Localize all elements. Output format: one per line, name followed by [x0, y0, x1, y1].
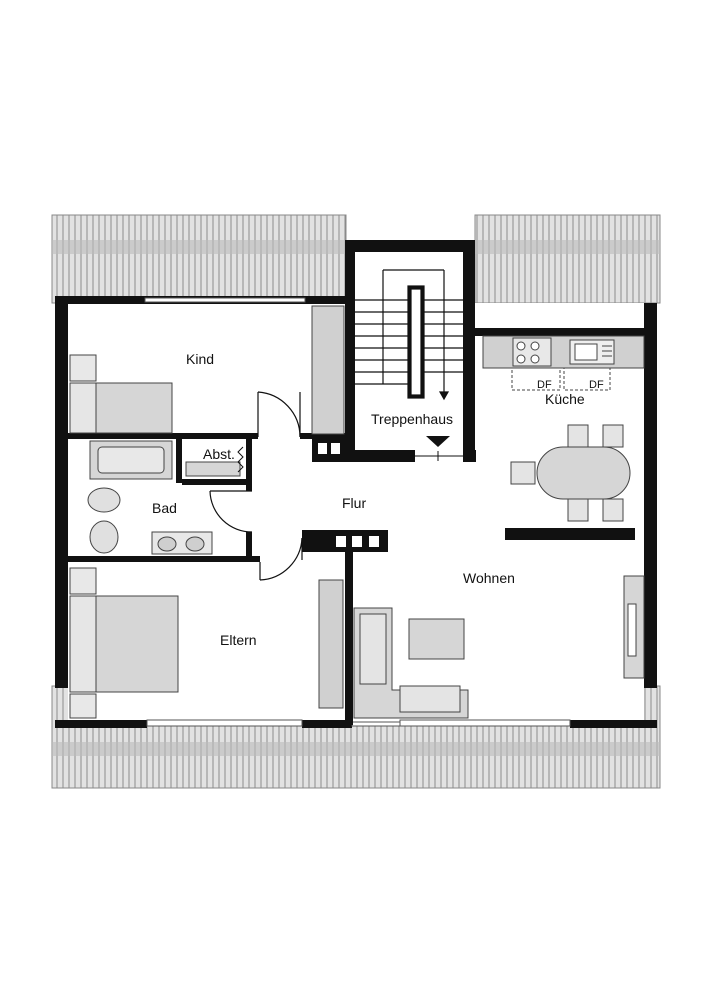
room-labels: Kind Treppenhaus Küche DF DF Abst. Bad F…	[152, 351, 604, 648]
roof-top-left	[51, 214, 347, 304]
eltern-nightstand	[69, 567, 97, 595]
toilet	[87, 487, 121, 513]
label-abst: Abst.	[203, 446, 235, 462]
kitchen-counter	[482, 335, 645, 369]
furniture	[69, 305, 645, 719]
roof-top-right	[474, 214, 661, 304]
stair-arrow-icon	[426, 436, 450, 447]
label-kueche: Küche	[545, 391, 585, 407]
kind-wardrobe	[311, 305, 345, 435]
staircase	[355, 269, 463, 401]
interior-walls	[68, 433, 635, 725]
kind-nightstand	[69, 354, 97, 382]
kind-window	[144, 297, 306, 303]
eltern-wardrobe	[318, 579, 344, 709]
label-df-right: DF	[589, 379, 604, 391]
dining-table	[536, 446, 631, 500]
wall-windows	[70, 438, 640, 541]
label-flur: Flur	[342, 495, 366, 511]
coffee-table	[408, 618, 465, 660]
label-wohnen: Wohnen	[463, 570, 515, 586]
label-bad: Bad	[152, 500, 177, 516]
label-kind: Kind	[186, 351, 214, 367]
label-df-left: DF	[537, 379, 552, 391]
label-eltern: Eltern	[220, 632, 257, 648]
doors	[209, 391, 303, 581]
bottom-windows	[146, 719, 571, 727]
label-treppenhaus: Treppenhaus	[371, 411, 453, 427]
